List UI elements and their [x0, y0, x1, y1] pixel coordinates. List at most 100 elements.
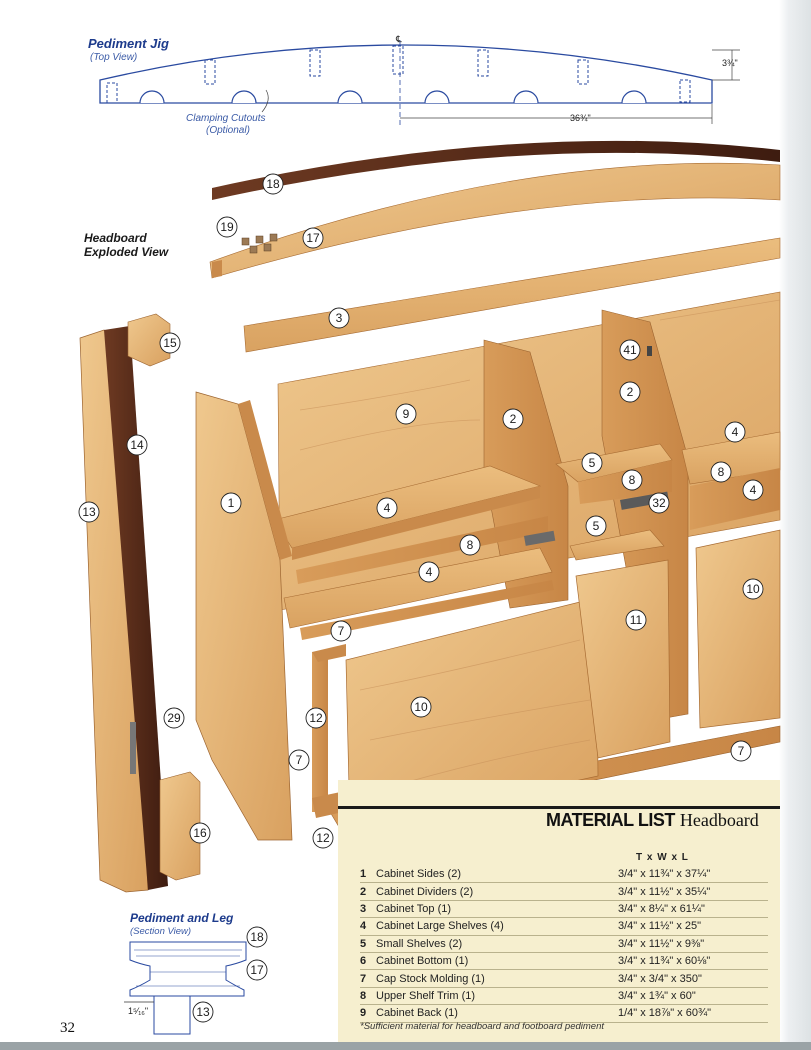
callout-19: 19: [220, 220, 234, 234]
cabinet-side-part1: [195, 391, 293, 841]
callout-18-section: 18: [250, 930, 264, 944]
large-shelf-lower-left: [283, 547, 553, 629]
callout-18: 18: [266, 177, 280, 191]
callout-4-lower-left: 4: [426, 565, 433, 579]
pediment-jig: [99, 40, 740, 125]
callout-14: 14: [130, 438, 144, 452]
section-subtitle: (Section View): [130, 926, 191, 937]
callout-7-right: 7: [738, 744, 745, 758]
row-name: Upper Shelf Trim (1): [376, 987, 618, 1006]
shelf-trim-left: [296, 516, 548, 584]
hardware-part41: [647, 346, 652, 356]
callouts: [78, 173, 764, 1023]
leg-trim-part14: [104, 326, 168, 890]
callout-16: 16: [193, 826, 207, 840]
shelf-pin-hardware: [524, 530, 556, 546]
callout-15: 15: [163, 336, 177, 350]
pediment-part17: [209, 162, 781, 279]
row-num: 3: [360, 900, 376, 919]
callout-1: 1: [228, 496, 235, 510]
exploded-title-line2: Exploded View: [84, 245, 169, 259]
cap-molding-left: [300, 580, 554, 640]
cutouts-label-optional: (Optional): [206, 125, 250, 136]
door-panel-right-part10: [695, 529, 781, 729]
callout-17: 17: [306, 231, 320, 245]
jig-centerline: ℄: [395, 34, 402, 44]
callout-10-left: 10: [414, 700, 428, 714]
cutouts-label: Clamping Cutouts: [186, 113, 265, 124]
leg-base-part16: [159, 771, 201, 881]
callout-8-left: 8: [467, 538, 474, 552]
page-number: 32: [60, 1020, 75, 1036]
pediment-blocks-part19: [241, 233, 278, 254]
row-name: Cabinet Large Shelves (4): [376, 917, 618, 936]
callout-12-lower: 12: [316, 831, 330, 845]
row-num: 1: [360, 866, 376, 884]
section-title: Pediment and Leg: [130, 911, 234, 925]
row-num: 6: [360, 952, 376, 971]
callout-7-side: 7: [296, 753, 303, 767]
row-dims: 3/4" x 3/4" x 350": [618, 969, 768, 988]
callout-4-upper-right: 4: [732, 425, 739, 439]
callout-2-left: 2: [510, 412, 517, 426]
jig-height-dim: 3¾": [722, 58, 738, 68]
row-name: Cabinet Back (1): [376, 1004, 618, 1023]
callout-4-upper-left: 4: [384, 501, 391, 515]
callout-17-section: 17: [250, 963, 264, 977]
material-list-columns: T x W x L: [636, 852, 689, 863]
material-list-title-bold: MATERIAL LIST: [546, 810, 675, 830]
row-name: Small Shelves (2): [376, 935, 618, 953]
page-binding-edge: [779, 0, 811, 1050]
row-num: 2: [360, 882, 376, 901]
callout-9: 9: [403, 407, 410, 421]
callout-5-lower: 5: [593, 519, 600, 533]
leg-cap-part15: [127, 313, 171, 367]
row-num: 4: [360, 917, 376, 936]
row-name: Cabinet Sides (2): [376, 866, 618, 884]
callout-5-upper: 5: [589, 456, 596, 470]
material-list-title-rest: Headboard: [679, 810, 759, 830]
pediment-cap-part18: [212, 140, 780, 200]
callout-13-section: 13: [196, 1005, 210, 1019]
row-dims: 3/4" x 11½" x 35¼": [618, 882, 768, 901]
callout-8-right: 8: [718, 465, 725, 479]
row-dims: 3/4" x 11¾" x 37¼": [618, 866, 768, 884]
callout-4-lower-right: 4: [750, 483, 757, 497]
row-name: Cabinet Top (1): [376, 900, 618, 919]
hardware-part29: [130, 722, 136, 774]
row-num: 9: [360, 1004, 376, 1023]
callout-8-middle: 8: [629, 473, 636, 487]
exploded-title-line1: Headboard: [84, 231, 147, 245]
row-dims: 3/4" x 11½" x 9⅜": [618, 935, 768, 953]
door-panel-part10: [345, 597, 599, 831]
row-dims: 3/4" x 11½" x 25": [618, 917, 768, 936]
jig-length-dim: 36¾": [570, 113, 591, 123]
callout-41: 41: [623, 343, 637, 357]
row-dims: 3/4" x 1¾" x 60": [618, 987, 768, 1006]
material-list-title: MATERIAL LIST Headboard: [546, 810, 759, 831]
door-panel-part11: [575, 559, 671, 759]
cap-stock-part12-left: [312, 652, 328, 812]
callout-13-leg: 13: [82, 505, 96, 519]
callout-2-right: 2: [627, 385, 634, 399]
callout-3: 3: [336, 311, 343, 325]
row-num: 8: [360, 987, 376, 1006]
callout-11: 11: [630, 613, 643, 627]
row-dims: 1/4" x 18⅞" x 60¾": [618, 1004, 768, 1023]
row-dims: 3/4" x 8¼" x 61¼": [618, 900, 768, 919]
row-name: Cabinet Dividers (2): [376, 882, 618, 901]
material-list-rule: [338, 806, 780, 809]
row-name: Cap Stock Molding (1): [376, 969, 618, 988]
section-dim: 1⁵⁄₁₆": [128, 1006, 148, 1016]
page-bottom-edge: [0, 1042, 811, 1050]
callout-29: 29: [167, 711, 181, 725]
row-dims: 3/4" x 11¾" x 60⅛": [618, 952, 768, 971]
callout-32: 32: [652, 496, 666, 510]
